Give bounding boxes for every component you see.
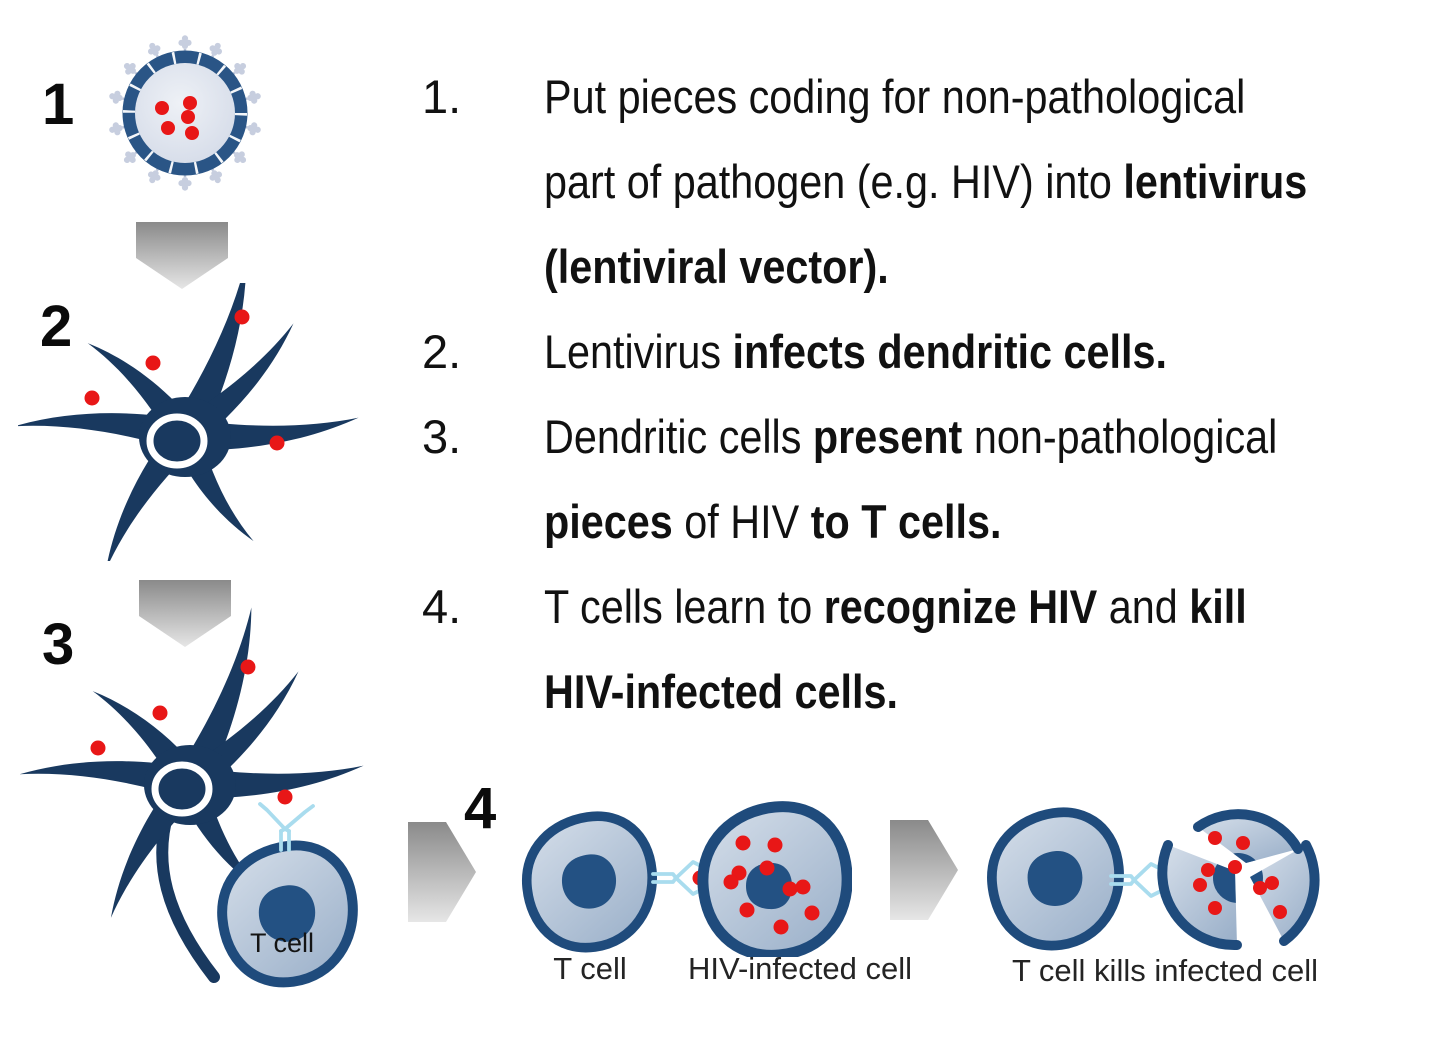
antigen-dots [723,835,820,935]
t-cell-icon [516,810,662,954]
antigen-dots [1193,831,1287,919]
killed-infected-cell-icon [1157,809,1320,951]
list-number: 3. [422,410,462,463]
list-line: 4.T cells learn to recognize HIV and kil… [422,564,1432,649]
list-line: part of pathogen (e.g. HIV) into lentivi… [544,155,1308,208]
t-cell-label: T cell [553,951,627,986]
t-cell-icon [222,845,353,982]
list-line: 3.Dendritic cells present non-pathologic… [422,394,1432,479]
step-4-marker: 4 [464,776,497,841]
dendritic-cell-with-t-cell-icon [18,603,382,1007]
steps-list: 1.Put pieces coding for non-pathological… [422,54,1432,734]
step-1-marker: 1 [42,72,75,137]
right-arrow-icon [408,822,476,922]
cell-nucleus [1213,853,1263,903]
right-arrow-icon [890,820,958,920]
list-number: 4. [422,580,462,633]
t-cell-step3-label: T cell [249,928,315,958]
antigen-dots [90,659,293,805]
hiv-infected-cell-label: HIV-infected cell [688,951,912,986]
list-number: 2. [422,325,462,378]
t-cell-icon [984,806,1126,952]
step-3-marker: 3 [42,612,75,677]
down-arrow-icon [136,222,228,289]
antigen-dots [155,96,199,140]
list-number: 1. [422,70,462,123]
cell-nucleus [746,862,792,910]
list-line: 2.Lentivirus infects dendritic cells. [422,309,1432,394]
down-arrow-icon [139,580,231,647]
list-line: (lentiviral vector). [544,240,889,293]
antigen-dots [84,309,285,451]
step-2-marker: 2 [40,294,73,359]
tcr-receptor-icon [1109,862,1161,898]
list-line: HIV-infected cells. [544,665,898,718]
hiv-infected-cell-icon [697,801,852,957]
list-line: pieces of HIV to T cells. [544,495,1002,548]
list-line: 1.Put pieces coding for non-pathological [422,54,1432,139]
dendritic-cell-icon [18,283,370,561]
t-cell-kills-label: T cell kills infected cell [1011,953,1319,988]
tcr-receptor-icon [258,802,315,852]
cell-fragments [1157,809,1320,951]
lentivirus-particle-icon [107,35,263,191]
